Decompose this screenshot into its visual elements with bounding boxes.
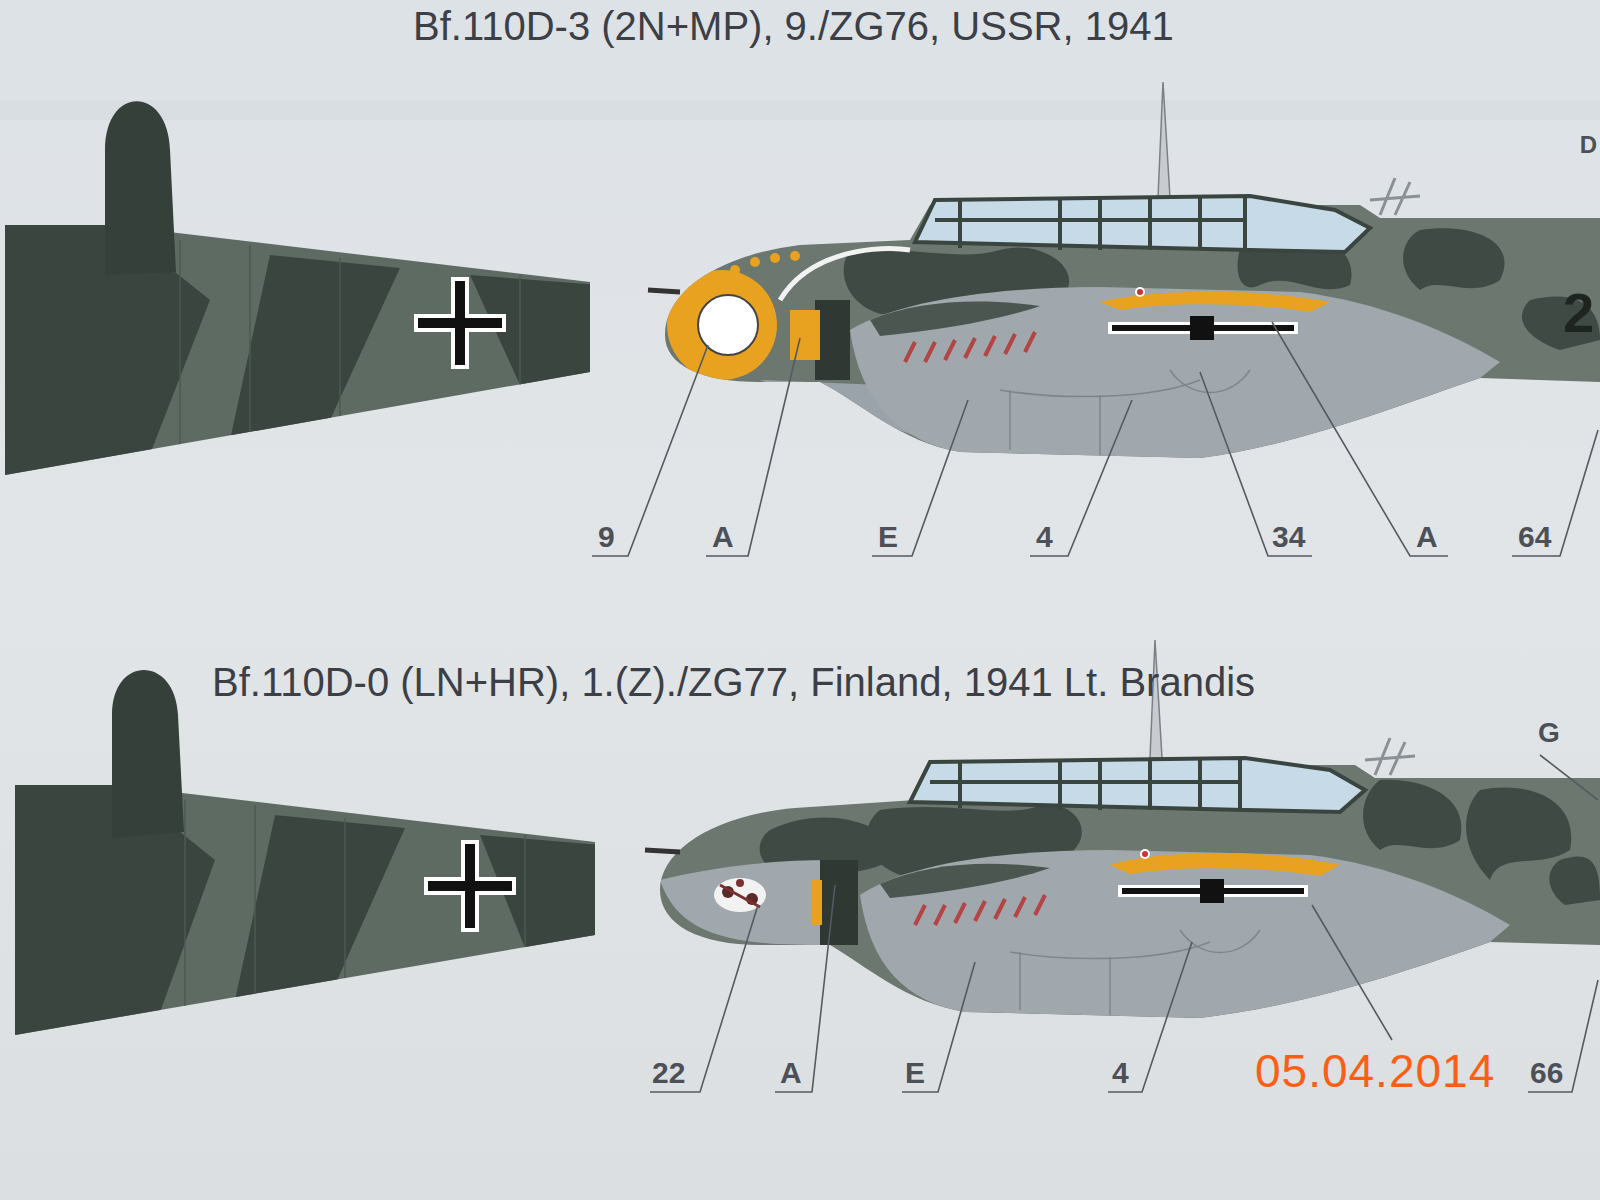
profile-heading: Bf.110D-3 (2N+MP), 9./ZG76, USSR, 1941 — [413, 4, 1174, 48]
callout-number: 4 — [1112, 1056, 1129, 1089]
profile-heading: Bf.110D-0 (LN+HR), 1.(Z)./ZG77, Finland,… — [212, 660, 1255, 704]
callout-number: 9 — [598, 520, 615, 553]
callout-number: 2 — [1563, 282, 1594, 344]
callout-number: D — [1580, 132, 1597, 158]
callout-number: A — [780, 1056, 802, 1089]
date-stamp: 05.04.2014 — [1255, 1046, 1495, 1097]
callout-number: A — [712, 520, 734, 553]
callout-number: E — [905, 1056, 925, 1089]
callout-number: 22 — [652, 1056, 685, 1089]
callout-number: 66 — [1530, 1056, 1563, 1089]
callout-number: 34 — [1272, 520, 1305, 553]
callout-number: G — [1538, 718, 1560, 749]
callout-number: A — [1416, 520, 1438, 553]
callout-number: 4 — [1036, 520, 1053, 553]
callout-number: 64 — [1518, 520, 1551, 553]
callout-number: E — [878, 520, 898, 553]
